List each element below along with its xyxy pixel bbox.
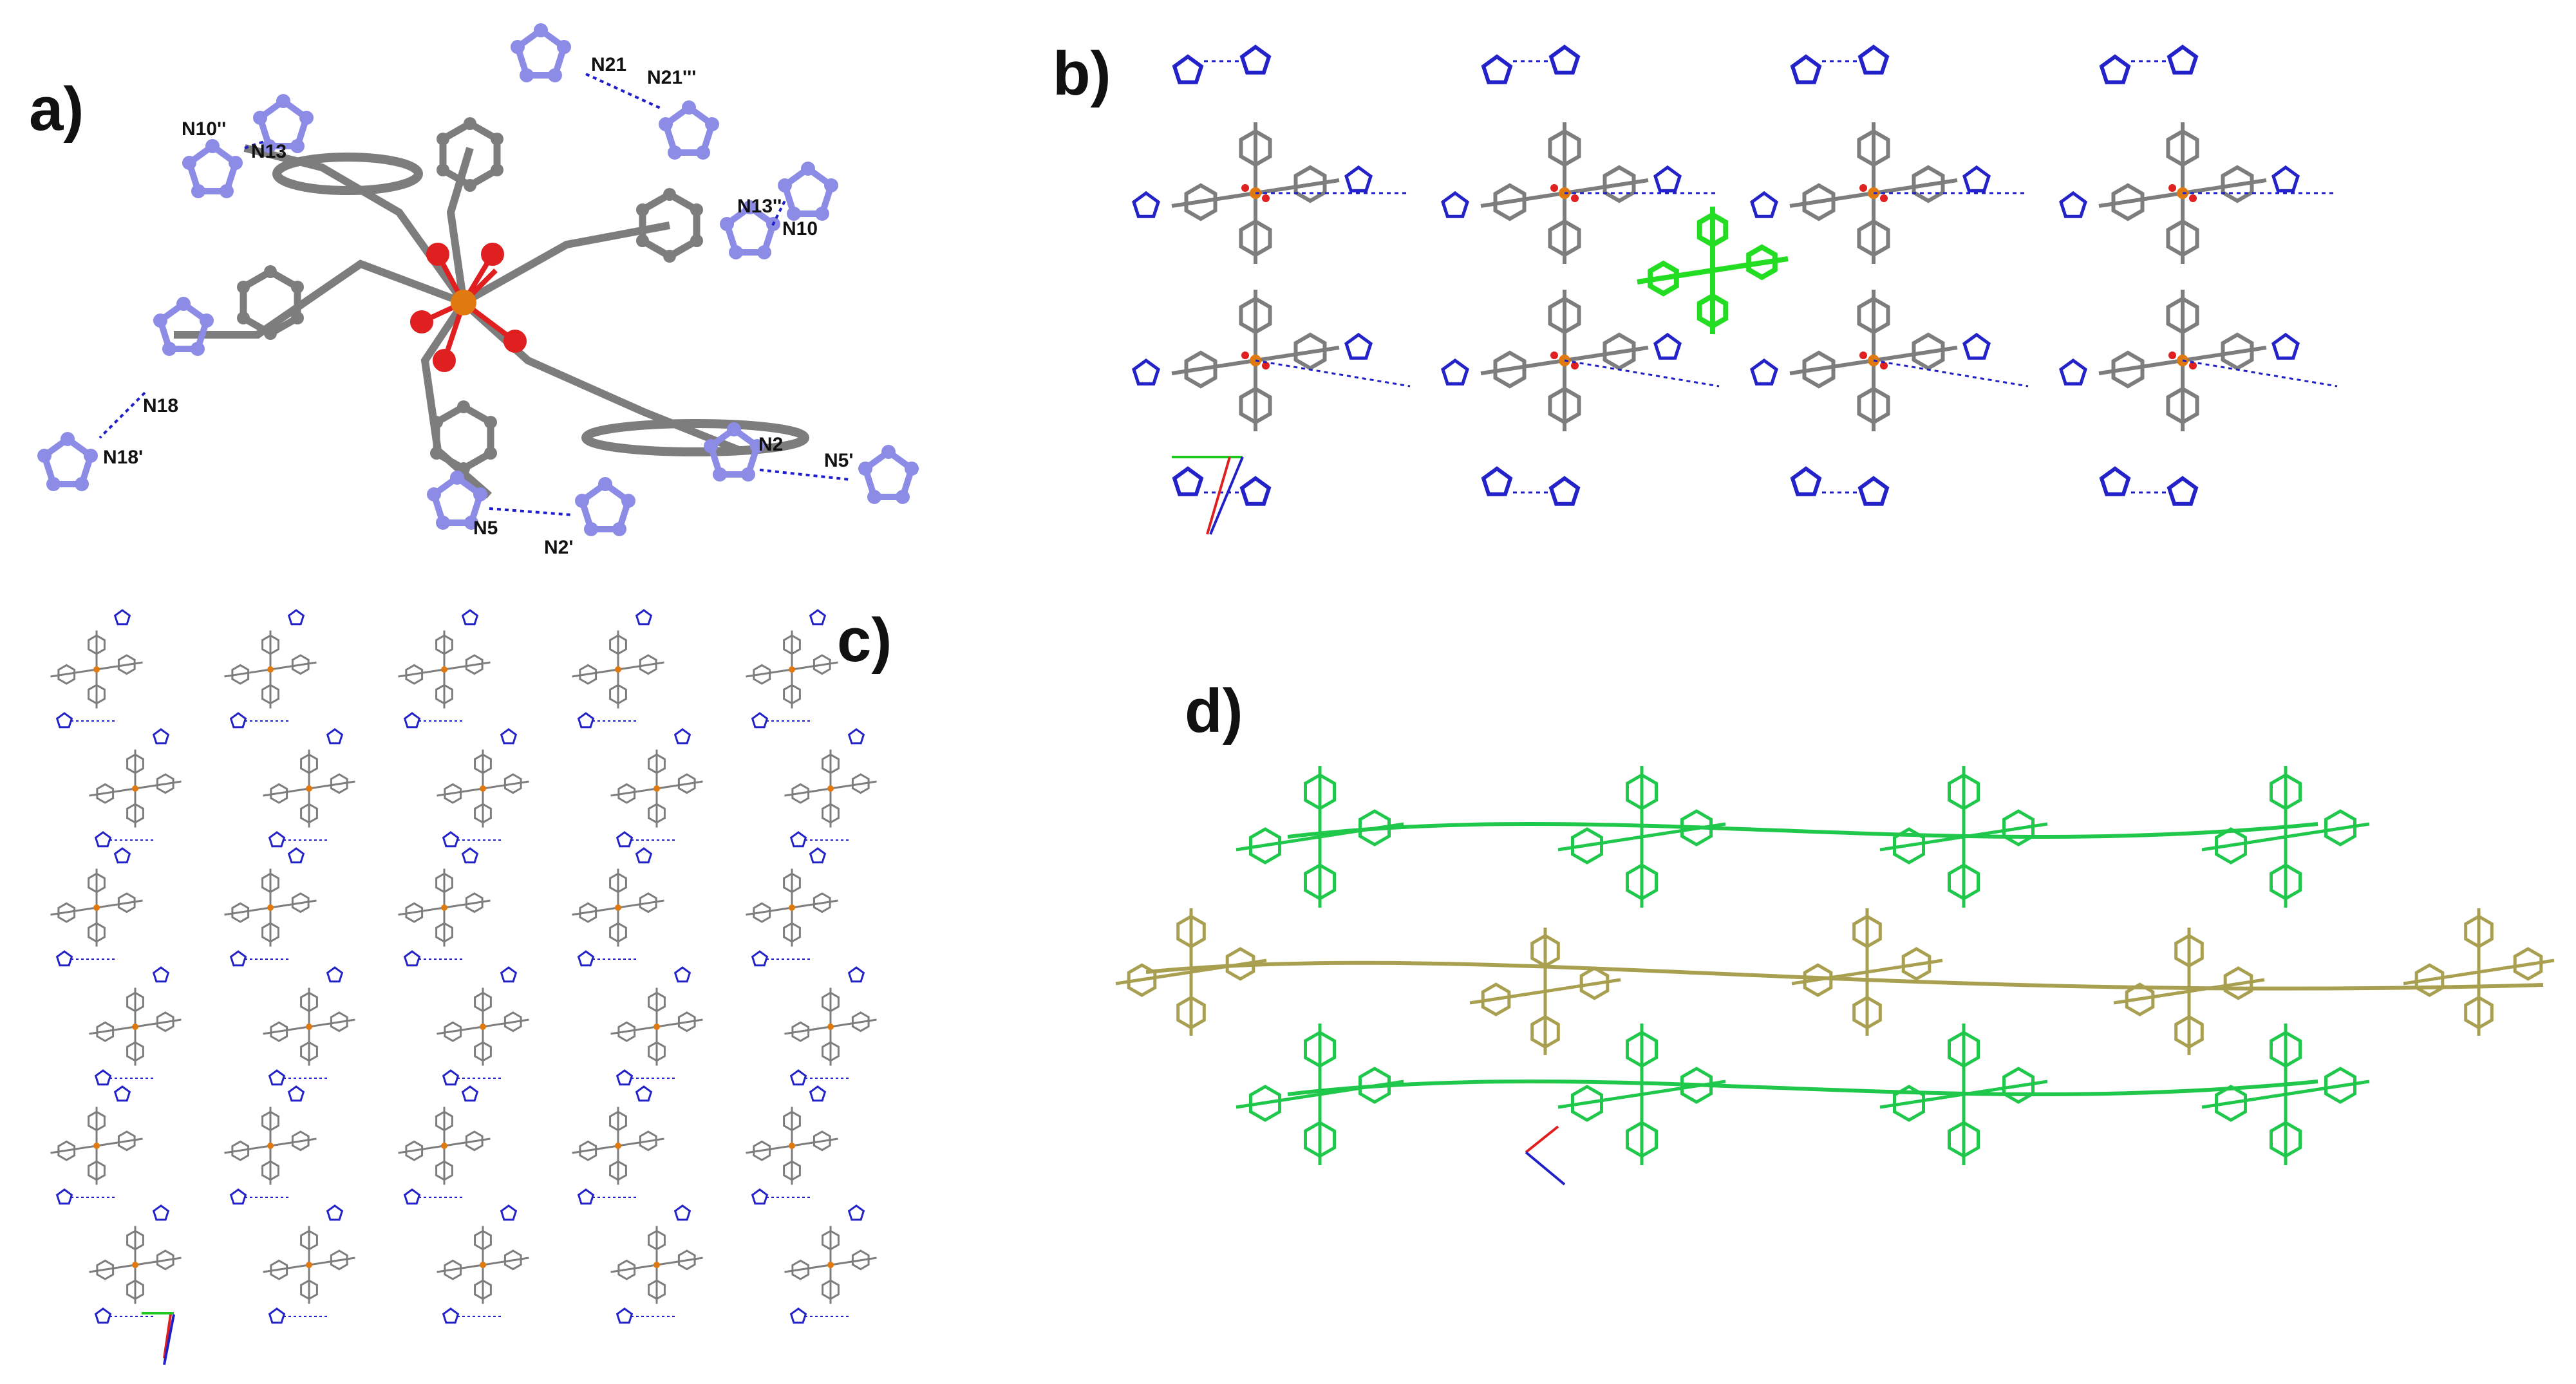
label-N5: N5 [473,518,498,539]
panel-b-letter: b) [1053,39,1111,108]
fe-center [37,23,919,536]
hbonds-a [99,73,851,516]
panel-a-letter: a) [29,75,84,144]
fe-atom [451,290,476,315]
panel-d-letter: d) [1185,677,1243,745]
label-N5p: N5' [824,450,853,471]
label-N2: N2 [758,434,783,455]
label-N13: N13 [251,141,287,162]
panel-c-letter: c) [837,606,892,675]
label-N10: N10 [782,218,818,239]
axis-triad-icon [142,1312,175,1365]
label-N18: N18 [143,395,178,416]
label-N21: N21 [591,54,626,75]
axis-triad-icon [1525,1125,1566,1186]
label-N2p: N2' [544,537,573,558]
label-N18p: N18' [103,447,143,468]
label-N21ppp: N21''' [647,67,696,88]
panel-d-structure [1115,766,2555,1165]
panel-b-structure [1132,44,2338,506]
axis-triad-icon [1172,456,1244,535]
panel-c-structure [50,609,877,1324]
label-N10pp: N10'' [182,118,226,140]
label-N13pp: N13'' [737,196,782,217]
